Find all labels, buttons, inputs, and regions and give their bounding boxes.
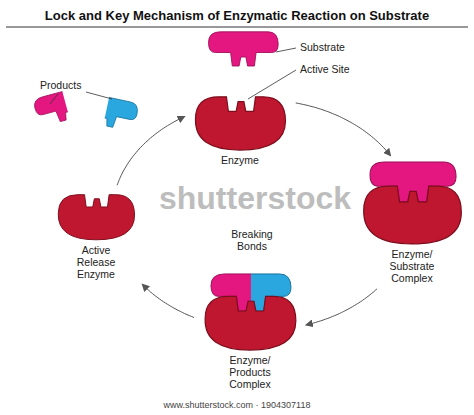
cycle-arrow (296, 103, 391, 156)
product-right (95, 96, 139, 132)
stage-label: Enzyme/ Products Complex (218, 354, 282, 390)
leader-line (50, 94, 58, 104)
part-label: Substrate (300, 41, 345, 53)
part-label: Products (40, 79, 81, 91)
footer-note: www.shutterstock.com · 1904307118 (0, 400, 474, 410)
part-label: Active Site (300, 63, 350, 75)
leader-line (248, 70, 296, 99)
cycle-arrow (117, 116, 185, 185)
stage-label: Enzyme (190, 154, 290, 166)
enzyme-stage: Enzyme/ Substrate Complex (358, 160, 466, 284)
title-rule (6, 27, 468, 28)
enzyme-stage: Active Release Enzyme (55, 190, 137, 280)
enzyme-stage: Enzyme/ Products Complex (200, 272, 300, 390)
leader-line (276, 48, 296, 52)
enzyme-illustration (200, 272, 300, 352)
enzyme-stage: Enzyme (190, 92, 290, 166)
free-substrate (209, 32, 279, 66)
stage-label: Active Release Enzyme (67, 244, 125, 280)
enzyme-illustration (358, 160, 466, 246)
enzyme-illustration (55, 190, 137, 242)
part-label: Breaking Bonds (222, 228, 282, 252)
cycle-arrow (142, 284, 194, 317)
leader-line (86, 92, 112, 99)
enzyme-illustration (190, 92, 290, 152)
cycle-arrow (306, 289, 377, 325)
diagram-title: Lock and Key Mechanism of Enzymatic Reac… (0, 8, 474, 23)
product-left (33, 90, 80, 127)
stage-label: Enzyme/ Substrate Complex (380, 248, 444, 284)
watermark: shutterstock (150, 180, 360, 217)
